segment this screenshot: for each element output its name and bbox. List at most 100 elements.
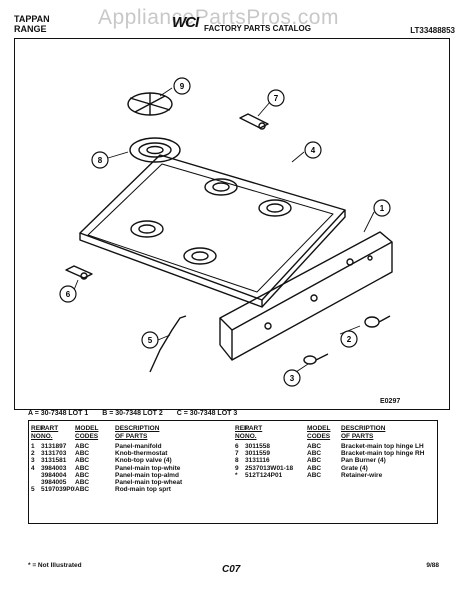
- svg-text:3: 3: [290, 374, 295, 383]
- svg-text:1: 1: [380, 204, 385, 213]
- cell-part: 512T124P01: [245, 471, 283, 479]
- cell-part: 3984003: [41, 464, 67, 472]
- cell-model: ABC: [75, 486, 90, 494]
- cell-part: 3131116: [245, 457, 270, 465]
- cell-part: 3984004: [41, 471, 67, 479]
- hinge-rh: [239, 113, 269, 130]
- cell-part: 5197039P05: [41, 486, 75, 494]
- burner-pan: [129, 137, 181, 163]
- lot-legend: A = 30-7348 LOT 1 B = 30-7348 LOT 2 C = …: [28, 410, 237, 417]
- svg-text:7: 7: [274, 94, 279, 103]
- cell-desc: Knob-thermostat: [115, 450, 168, 458]
- cell-ref: *: [235, 471, 238, 479]
- cell-ref: 6: [235, 443, 239, 450]
- cell-part: 3011559: [245, 450, 270, 458]
- cell-ref: 9: [235, 464, 239, 472]
- brand-line-2: RANGE: [14, 24, 47, 34]
- support-rod: [149, 315, 187, 373]
- cell-model: ABC: [307, 464, 322, 472]
- cell-ref: 4: [31, 464, 35, 472]
- cell-part: 3131703: [41, 450, 67, 458]
- callout-3: 3: [283, 369, 301, 387]
- hinge-lh: [65, 265, 93, 280]
- cell-ref: 7: [235, 450, 239, 458]
- cell-ref: 1: [31, 443, 35, 450]
- cell-desc: Bracket-main top hinge RH: [341, 450, 425, 458]
- cell-model: ABC: [75, 464, 90, 472]
- cell-ref: 5: [31, 486, 35, 494]
- revision-date: 9/88: [426, 562, 439, 569]
- catalog-title: FACTORY PARTS CATALOG: [204, 24, 311, 33]
- callout-6: 6: [59, 285, 77, 303]
- svg-text:8: 8: [98, 156, 103, 165]
- table-row: 4 3984003 ABC Panel-main top-white: [31, 465, 235, 472]
- cell-ref: [31, 479, 41, 486]
- cell-model: ABC: [307, 471, 322, 479]
- grate: [127, 92, 173, 116]
- svg-text:4: 4: [311, 146, 316, 155]
- cell-model: ABC: [75, 479, 90, 487]
- cell-desc: Pan Burner (4): [341, 457, 386, 465]
- lot-a: A = 30-7348 LOT 1: [28, 410, 89, 417]
- page-code: C07: [222, 564, 241, 575]
- table-row: 9 2537013W01-18 ABC Grate (4): [235, 465, 439, 472]
- svg-text:5: 5: [148, 336, 153, 345]
- brand-line-1: TAPPAN: [14, 14, 50, 24]
- cell-model: ABC: [75, 450, 90, 458]
- cell-desc: Panel-main top-white: [115, 464, 181, 472]
- table-row: 8 3131116 ABC Pan Burner (4): [235, 457, 439, 464]
- manifold-panel: [219, 231, 393, 361]
- cell-desc: Panel-manifold: [115, 443, 162, 450]
- cell-part: 3984005: [41, 479, 67, 487]
- callout-5: 5: [141, 331, 159, 349]
- cell-model: ABC: [307, 450, 322, 458]
- table-row: 3984004 ABC Panel-main top-almd: [31, 472, 235, 479]
- cell-model: ABC: [307, 457, 322, 465]
- svg-text:6: 6: [66, 290, 71, 299]
- svg-text:2: 2: [347, 335, 352, 344]
- lot-c: C = 30-7348 LOT 3: [176, 410, 238, 417]
- top-valve-knob: [303, 353, 329, 365]
- cell-part: 2537013W01-18: [245, 464, 294, 472]
- cell-ref: [31, 472, 41, 479]
- svg-text:9: 9: [180, 82, 185, 91]
- cell-model: ABC: [75, 457, 90, 465]
- callout-4: 4: [304, 141, 322, 159]
- diagram-ref-code: E0297: [380, 398, 401, 405]
- cell-desc: Rod-main top sprt: [115, 486, 171, 494]
- cell-part: 3131581: [41, 457, 67, 465]
- cell-model: ABC: [75, 471, 90, 479]
- cell-model: ABC: [75, 443, 90, 450]
- lot-b: B = 30-7348 LOT 2: [102, 410, 163, 417]
- table-row: 7 3011559 ABC Bracket-main top hinge RH: [235, 450, 439, 457]
- cell-desc: Grate (4): [341, 464, 368, 472]
- callout-9: 9: [173, 77, 191, 95]
- callouts: 1 2 3 4 5 6 7 8 9: [59, 77, 391, 387]
- callout-2: 2: [340, 330, 358, 348]
- callout-1: 1: [373, 199, 391, 217]
- table-row: 2 3131703 ABC Knob-thermostat: [31, 450, 235, 457]
- thermostat-knob: [364, 315, 391, 328]
- cell-ref: 3: [31, 457, 35, 465]
- wci-logo: WCI: [172, 14, 199, 31]
- cell-ref: 2: [31, 450, 35, 458]
- cell-desc: Panel-main top-almd: [115, 471, 179, 479]
- not-illustrated-note: * = Not Illustrated: [28, 562, 82, 569]
- model-number: LT33488853: [410, 26, 455, 35]
- cell-desc: Bracket-main top hinge LH: [341, 443, 424, 450]
- main-top-panel: [79, 154, 346, 308]
- cell-ref: 8: [235, 457, 239, 465]
